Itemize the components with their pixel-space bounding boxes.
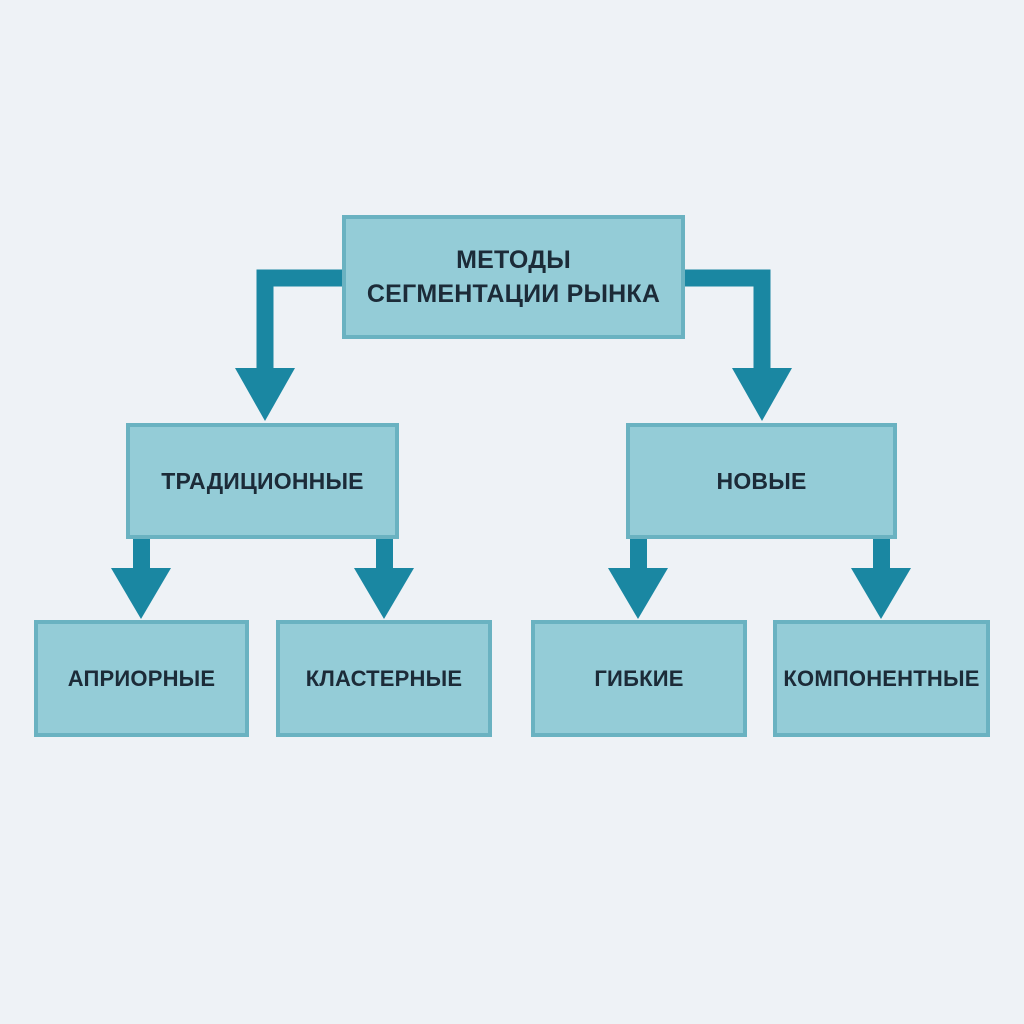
connector-new-to-component — [873, 539, 890, 572]
arrowhead-traditional-to-apriori — [111, 568, 171, 619]
arrowhead-new-to-component — [851, 568, 911, 619]
branch-node-new: НОВЫЕ — [626, 423, 897, 539]
root-node: МЕТОДЫ СЕГМЕНТАЦИИ РЫНКА — [342, 215, 685, 339]
connector-root-to-new — [685, 269, 771, 372]
root-label-line2: СЕГМЕНТАЦИИ РЫНКА — [366, 280, 661, 308]
root-label-line1: МЕТОДЫ — [456, 246, 571, 274]
arrowhead-new-to-flexible — [608, 568, 668, 619]
leaf-node-flexible: ГИБКИЕ — [531, 620, 747, 737]
leaf-node-component: КОМПОНЕНТНЫЕ — [773, 620, 990, 737]
branch-node-traditional: ТРАДИЦИОННЫЕ — [126, 423, 399, 539]
connector-new-to-flexible — [630, 539, 647, 572]
connector-root-to-traditional — [256, 269, 342, 372]
leaf-label-component: КОМПОНЕНТНЫЕ — [783, 665, 980, 691]
arrowhead-root-to-new — [732, 368, 792, 421]
arrowhead-traditional-to-cluster — [354, 568, 414, 619]
arrowhead-root-to-traditional — [235, 368, 295, 421]
leaf-label-apriori: АПРИОРНЫЕ — [67, 665, 216, 691]
connector-traditional-to-cluster — [376, 539, 393, 572]
leaf-node-apriori: АПРИОРНЫЕ — [34, 620, 249, 737]
leaf-label-flexible: ГИБКИЕ — [594, 665, 684, 691]
leaf-node-cluster: КЛАСТЕРНЫЕ — [276, 620, 492, 737]
branch-label-new: НОВЫЕ — [716, 467, 807, 494]
branch-label-traditional: ТРАДИЦИОННЫЕ — [161, 467, 364, 494]
connector-traditional-to-apriori — [133, 539, 150, 572]
leaf-label-cluster: КЛАСТЕРНЫЕ — [305, 665, 463, 691]
